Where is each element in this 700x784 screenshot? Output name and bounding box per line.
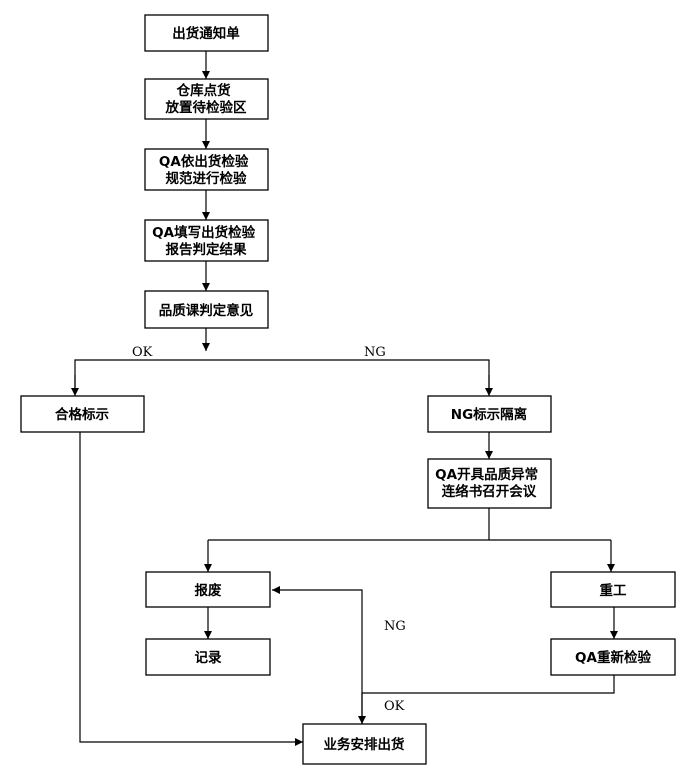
node-notice-label: 出货通知单	[172, 25, 240, 42]
node-notice: 出货通知单	[144, 14, 269, 52]
node-reinspect-label: QA重新检验	[575, 649, 651, 666]
node-ng-isolate: NG标示隔离	[427, 395, 552, 433]
node-ship-label: 业务安排出货	[324, 736, 405, 753]
connectors	[71, 51, 618, 746]
node-record-label: 记录	[195, 650, 222, 666]
node-qa-inspect: QA依出货检验 规范进行检验	[144, 148, 269, 191]
edge-split-bar	[74, 359, 490, 390]
node-count: 仓库点货 放置待检验区	[144, 78, 269, 120]
node-scrap: 报废	[145, 571, 271, 608]
node-count-label: 仓库点货 放置待检验区	[165, 82, 247, 116]
node-qa-meeting-label: QA开具品质异常 连络书召开会议	[435, 466, 543, 500]
edge-label-reinspect-ng: NG	[384, 619, 406, 634]
node-qa-meeting: QA开具品质异常 连络书召开会议	[427, 458, 552, 509]
edge-pass-ship	[79, 432, 303, 746]
node-judge-label: 品质课判定意见	[159, 302, 254, 319]
node-judge: 品质课判定意见	[144, 290, 269, 329]
node-record: 记录	[145, 638, 271, 676]
edge-label-judge-ok: OK	[132, 345, 153, 360]
edge-label-judge-ng: NG	[364, 345, 386, 360]
node-ship: 业务安排出货	[302, 723, 427, 765]
node-reinspect: QA重新检验	[550, 638, 676, 676]
edge-reinspect-ok	[362, 675, 615, 694]
node-rework: 重工	[550, 571, 676, 608]
node-qa-inspect-label: QA依出货检验 规范进行检验	[159, 153, 253, 187]
node-qa-report-label: QA填写出货检验 报告判定结果	[152, 224, 260, 258]
node-pass-label-text: 合格标示	[55, 406, 109, 423]
edge-label-reinspect-ok: OK	[384, 699, 405, 714]
node-rework-label: 重工	[600, 582, 628, 599]
node-scrap-label: 报废	[195, 582, 222, 599]
edge-reinspect-ng-to-scrap	[272, 586, 363, 724]
node-ng-isolate-label: NG标示隔离	[451, 406, 527, 423]
node-pass-label: 合格标示	[20, 395, 145, 433]
node-qa-report: QA填写出货检验 报告判定结果	[144, 219, 269, 262]
